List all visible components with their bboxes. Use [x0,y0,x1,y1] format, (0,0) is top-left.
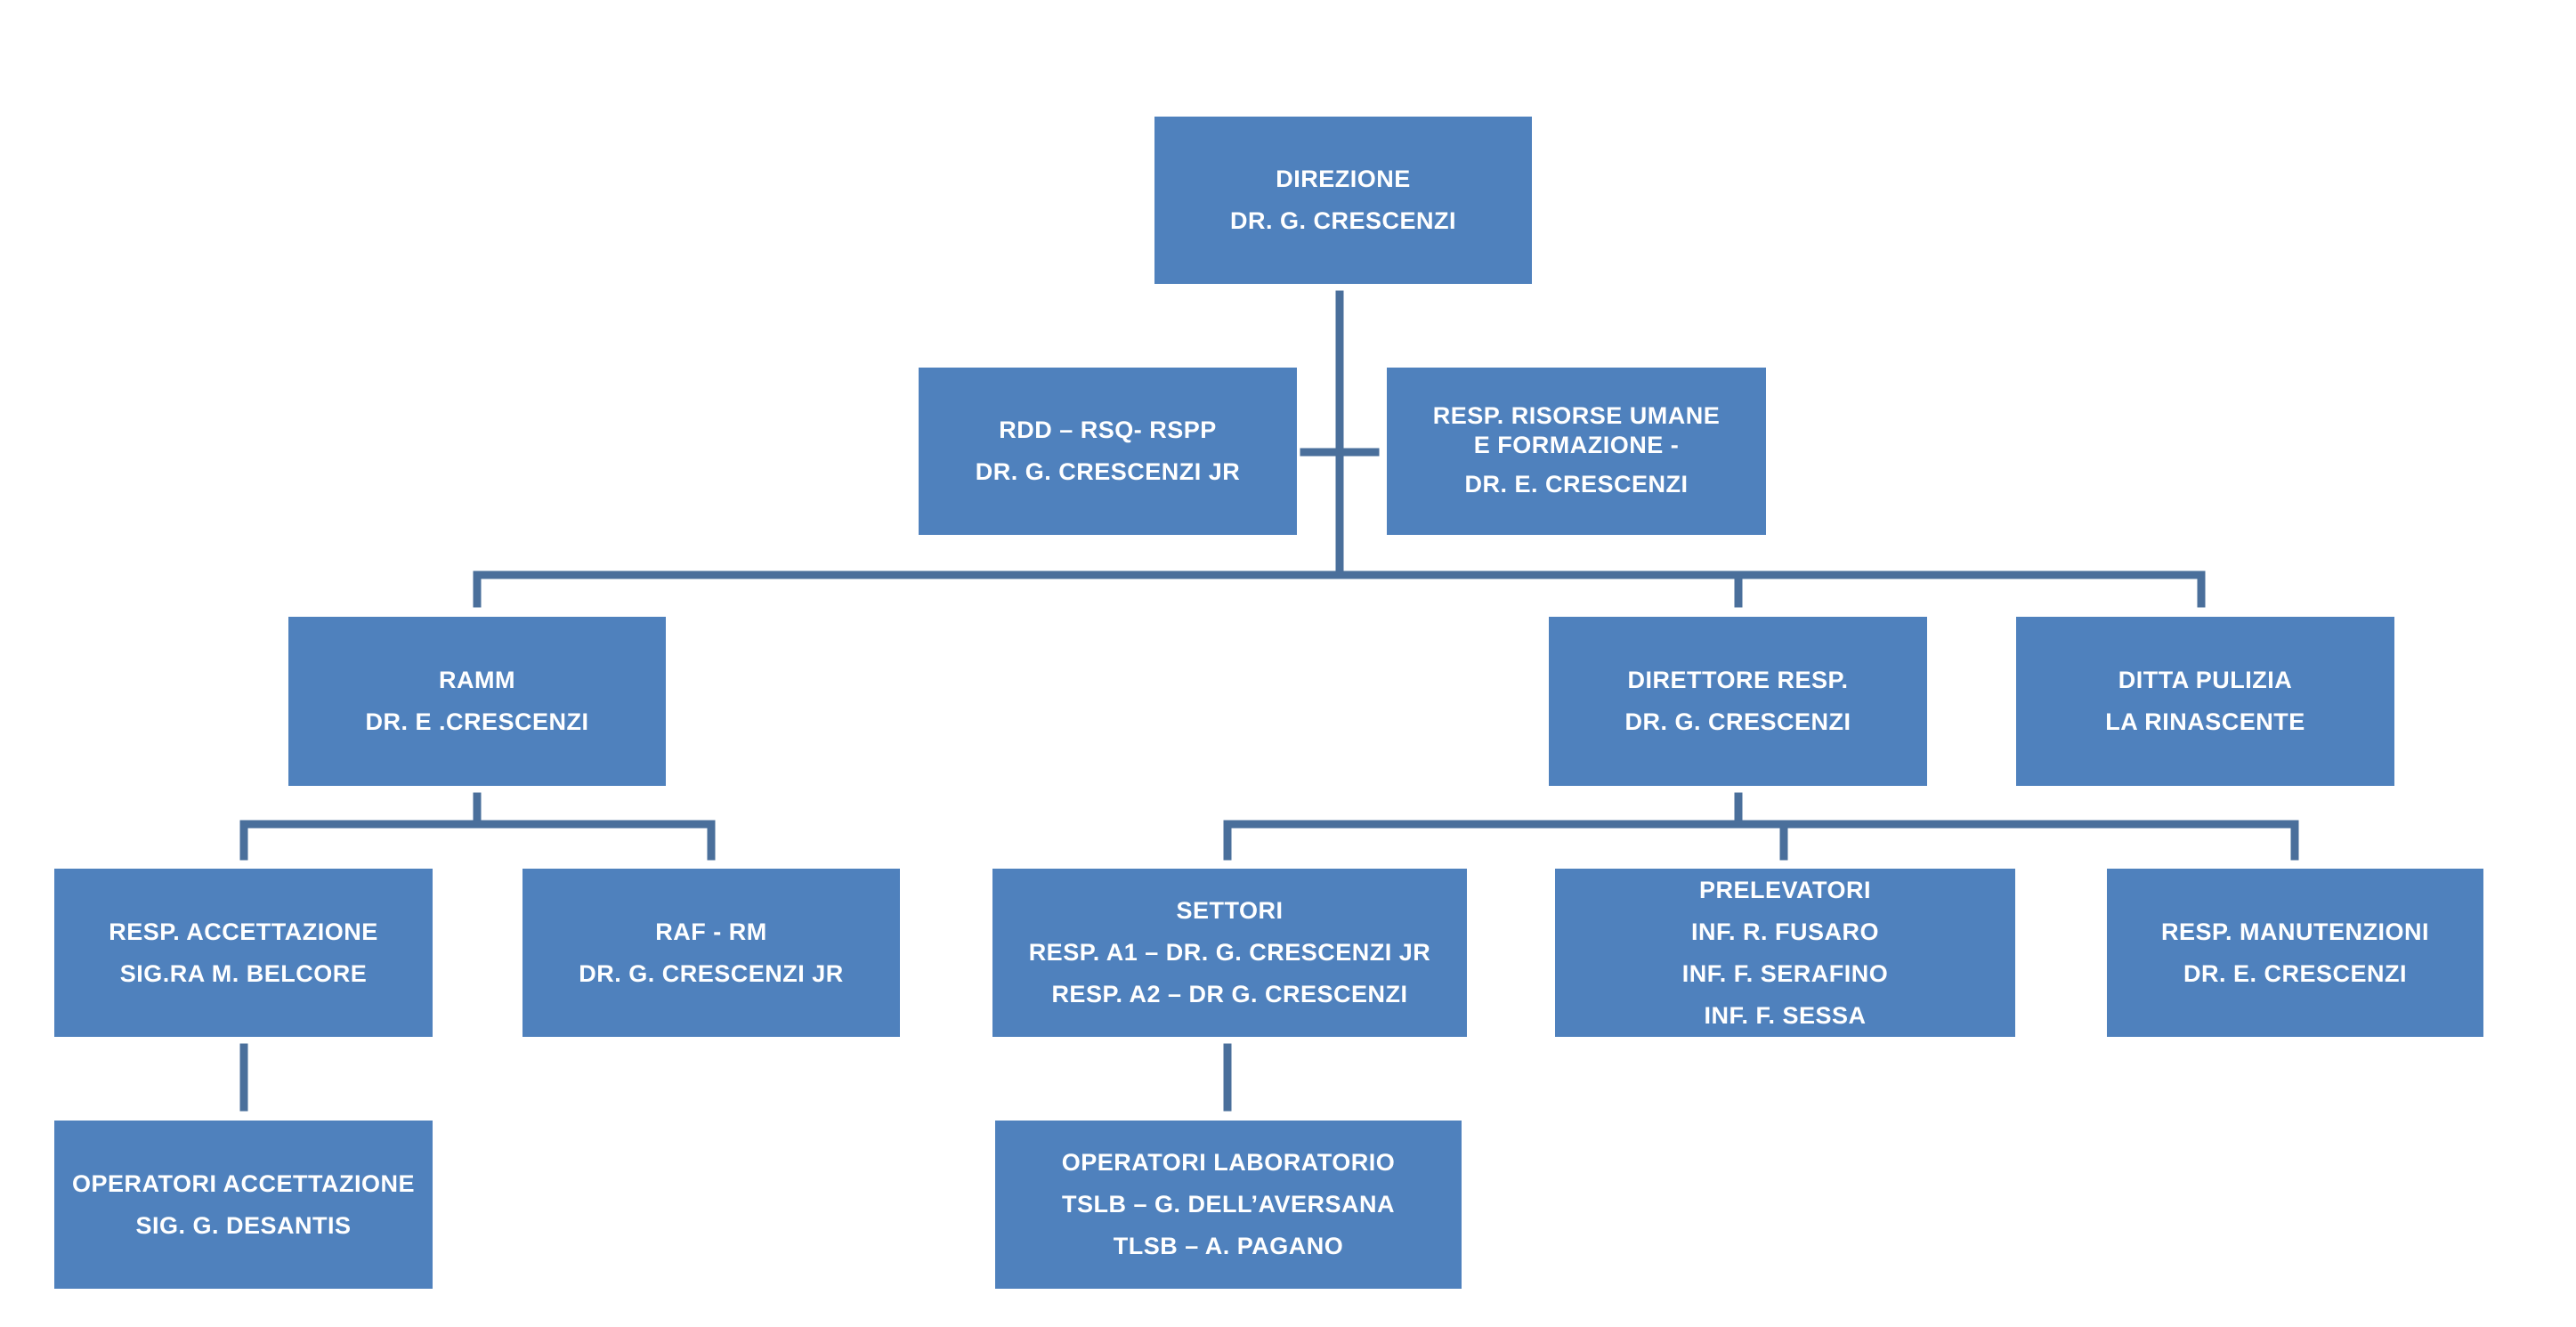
node-resp-risorse-umane: RESP. RISORSE UMANE E FORMAZIONE - DR. E… [1387,368,1766,535]
node-accettazione-line-1: RESP. ACCETTAZIONE [109,918,378,945]
node-prelevatori-line-1: PRELEVATORI [1698,876,1872,903]
node-risorse-line-1: RESP. RISORSE UMANE E FORMAZIONE - [1432,401,1721,458]
node-rdd-rsq-rspp: RDD – RSQ- RSPP DR. G. CRESCENZI JR [919,368,1297,535]
node-prelevatori-line-3: INF. F. SERAFINO [1681,959,1889,987]
node-op-accettazione-line-1: OPERATORI ACCETTAZIONE [71,1169,415,1197]
node-pulizia-line-1: DITTA PULIZIA [2118,667,2293,693]
node-prelevatori: PRELEVATORI INF. R. FUSARO INF. F. SERAF… [1555,869,2015,1037]
node-rdd-line-2: DR. G. CRESCENZI JR [975,458,1241,485]
node-operatori-laboratorio: OPERATORI LABORATORIO TSLB – G. DELL’AVE… [995,1121,1462,1289]
node-direzione: DIREZIONE DR. G. CRESCENZI [1154,117,1532,284]
node-risorse-line-2: DR. E. CRESCENZI [1464,470,1689,498]
node-op-laboratorio-line-1: OPERATORI LABORATORIO [1061,1149,1396,1176]
node-ramm-line-1: RAMM [439,667,515,693]
node-settori: SETTORI RESP. A1 – DR. G. CRESCENZI JR R… [992,869,1467,1037]
node-op-laboratorio-line-3: TLSB – A. PAGANO [1113,1233,1344,1259]
node-ramm: RAMM DR. E .CRESCENZI [288,617,666,786]
node-accettazione-line-2: SIG.RA M. BELCORE [119,959,368,987]
node-direttore-line-1: DIRETTORE RESP. [1627,667,1849,693]
node-resp-manutenzioni: RESP. MANUTENZIONI DR. E. CRESCENZI [2107,869,2483,1037]
node-rdd-line-1: RDD – RSQ- RSPP [999,417,1217,443]
node-direttore-resp: DIRETTORE RESP. DR. G. CRESCENZI [1549,617,1927,786]
node-settori-line-2: RESP. A1 – DR. G. CRESCENZI JR [1028,939,1431,966]
node-direzione-line-2: DR. G. CRESCENZI [1229,207,1457,234]
node-direttore-line-2: DR. G. CRESCENZI [1624,708,1851,735]
node-settori-line-3: RESP. A2 – DR G. CRESCENZI [1051,981,1408,1007]
node-raf-line-1: RAF - RM [655,918,767,945]
node-op-accettazione-line-2: SIG. G. DESANTIS [135,1211,352,1239]
node-raf-rm: RAF - RM DR. G. CRESCENZI JR [522,869,900,1037]
node-pulizia-line-2: LA RINASCENTE [2105,708,2305,735]
node-ramm-line-2: DR. E .CRESCENZI [365,708,589,735]
node-raf-line-2: DR. G. CRESCENZI JR [579,959,844,987]
node-manutenzioni-line-2: DR. E. CRESCENZI [2183,959,2408,987]
node-operatori-accettazione: OPERATORI ACCETTAZIONE SIG. G. DESANTIS [54,1121,433,1289]
node-prelevatori-line-2: INF. R. FUSARO [1690,918,1879,945]
node-op-laboratorio-line-2: TSLB – G. DELL’AVERSANA [1061,1191,1396,1218]
node-settori-line-1: SETTORI [1176,897,1284,924]
node-direzione-line-1: DIREZIONE [1276,166,1411,192]
node-prelevatori-line-4: INF. F. SESSA [1704,1001,1867,1029]
node-ditta-pulizia: DITTA PULIZIA LA RINASCENTE [2016,617,2394,786]
node-manutenzioni-line-1: RESP. MANUTENZIONI [2160,918,2430,945]
node-resp-accettazione: RESP. ACCETTAZIONE SIG.RA M. BELCORE [54,869,433,1037]
